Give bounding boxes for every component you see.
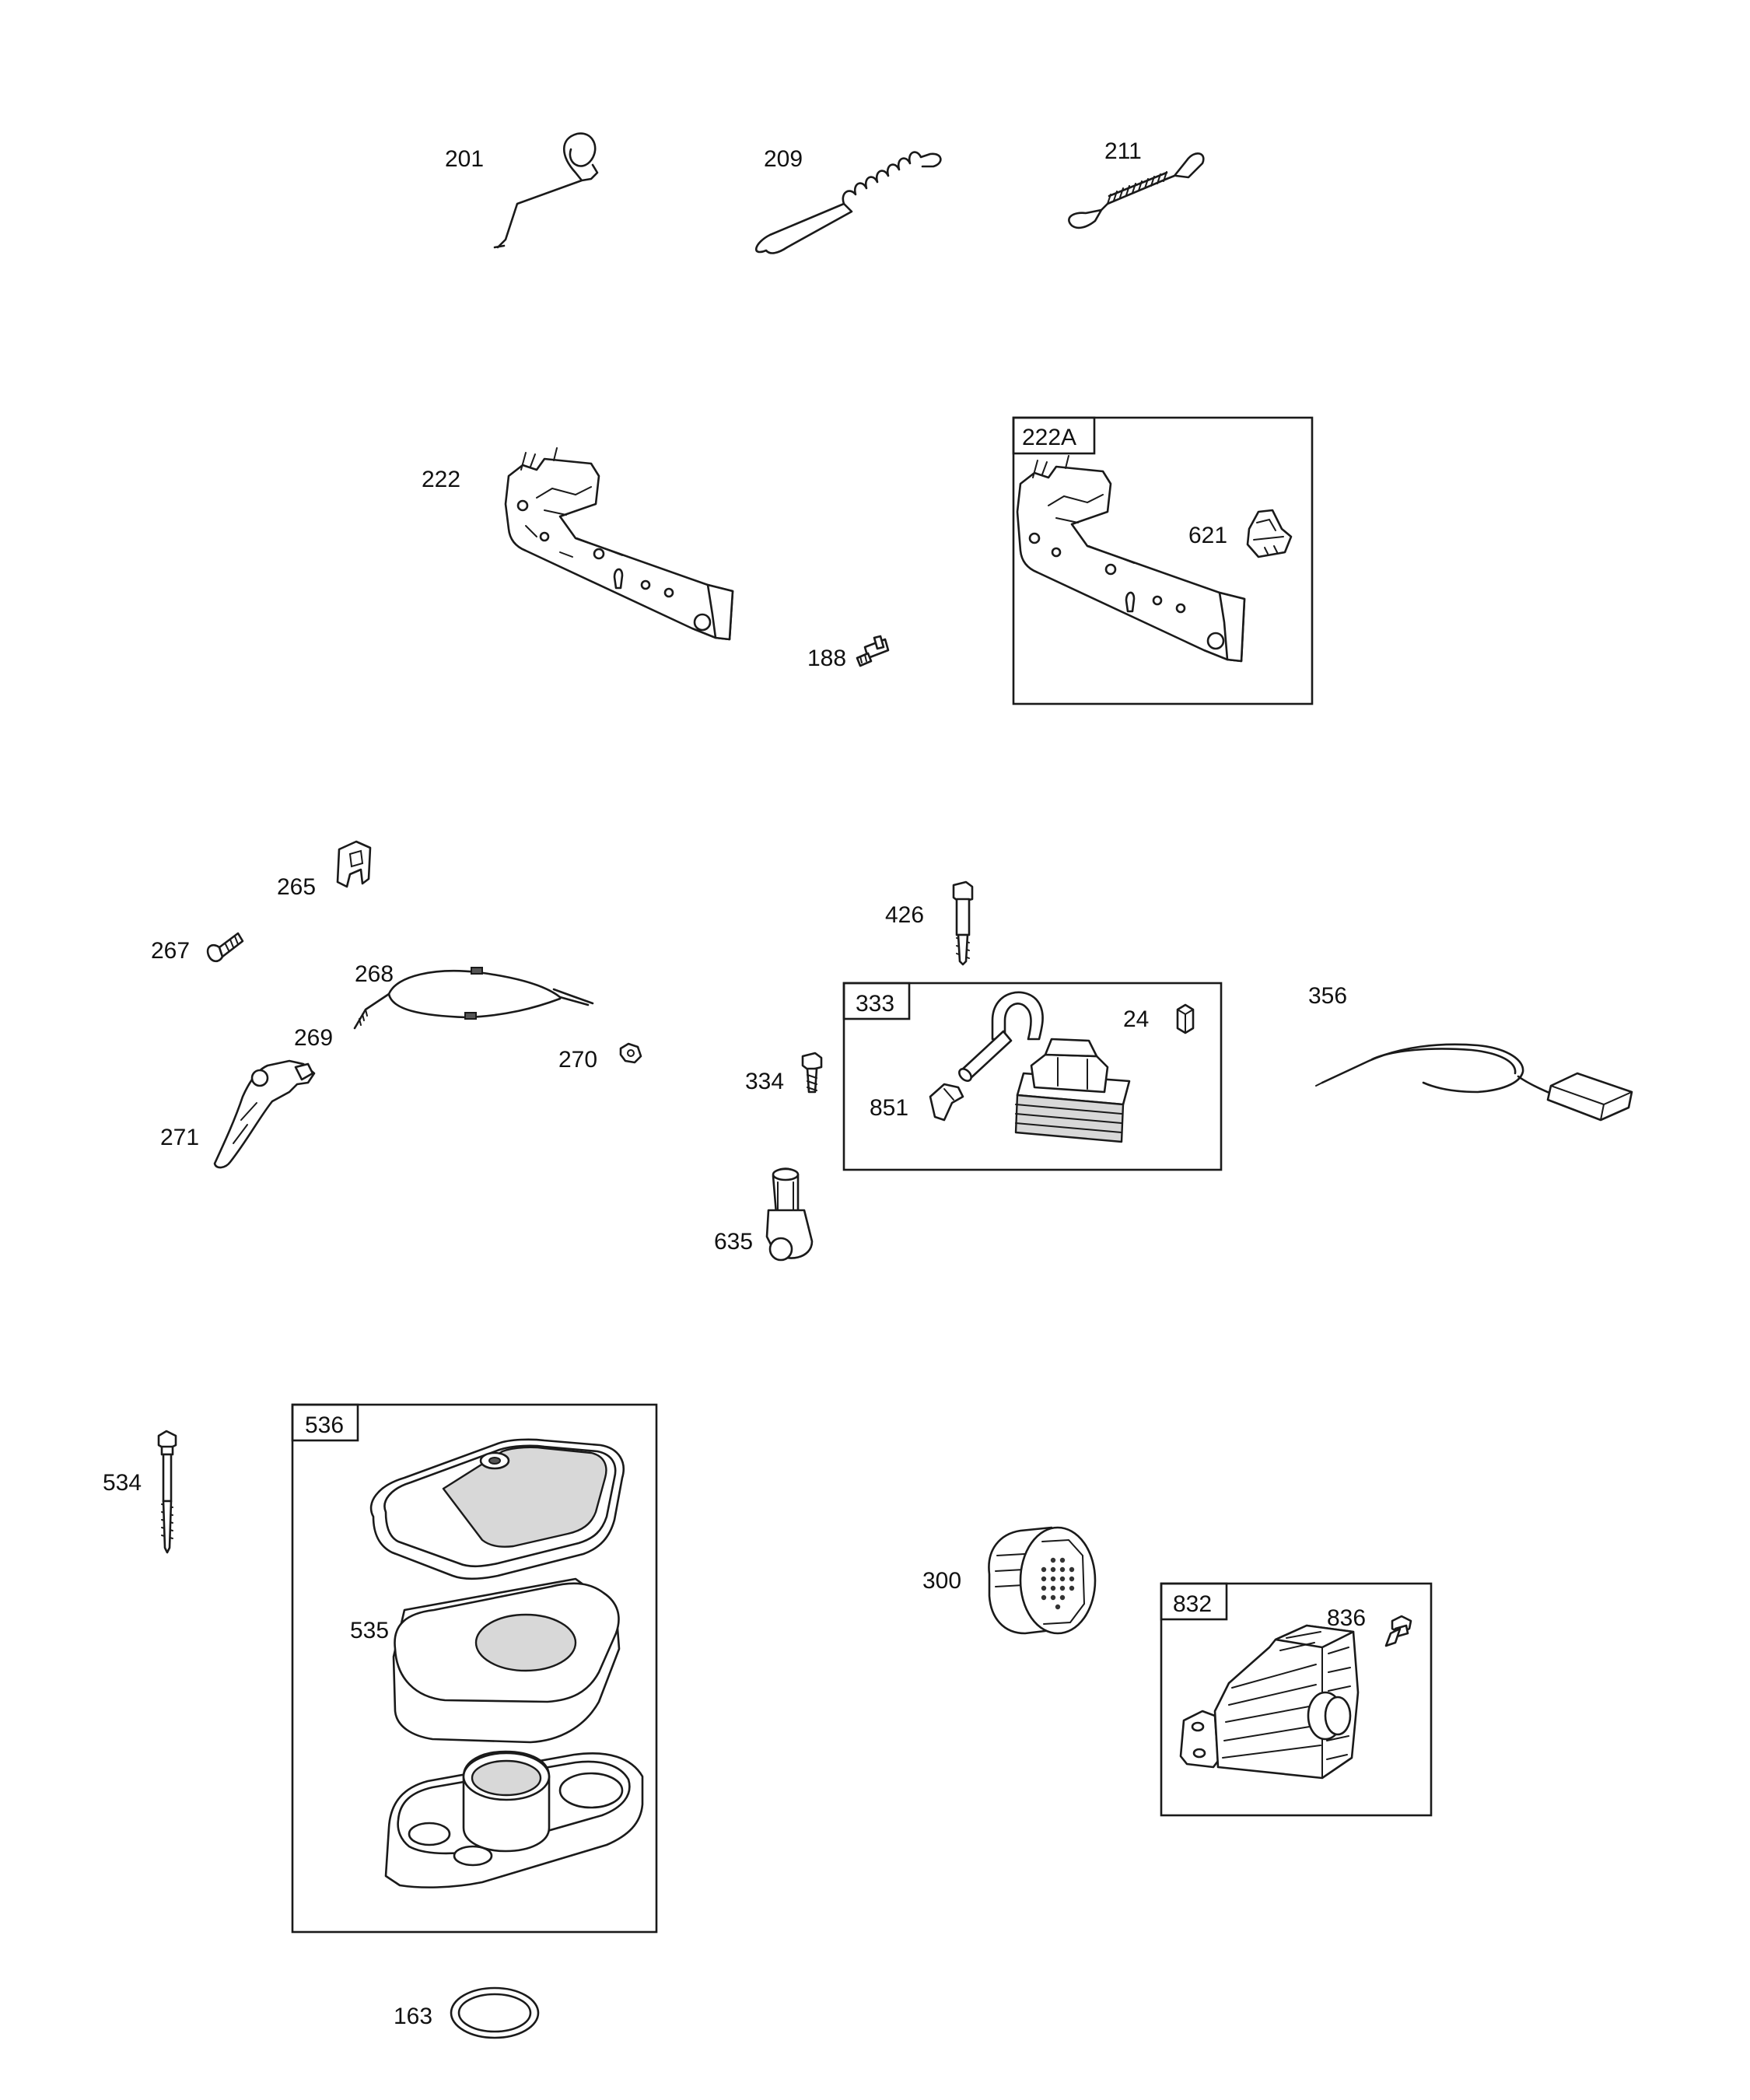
label-269: 269 — [294, 1025, 333, 1051]
label-201: 201 — [445, 146, 484, 172]
screw-334 — [801, 1052, 823, 1094]
label-271: 271 — [160, 1125, 199, 1150]
label-268: 268 — [355, 961, 394, 987]
label-535: 535 — [350, 1618, 389, 1643]
label-426: 426 — [885, 902, 924, 928]
muffler-holes — [1041, 1557, 1075, 1610]
label-267: 267 — [151, 938, 190, 964]
nut-270 — [619, 1042, 642, 1064]
kit-222A-box — [1012, 416, 1314, 705]
label-211: 211 — [1104, 138, 1142, 164]
spring-211 — [1068, 152, 1205, 229]
screw-267 — [206, 932, 244, 963]
label-334: 334 — [745, 1069, 784, 1094]
label-265: 265 — [277, 874, 316, 900]
spark-plug-boot-635 — [765, 1167, 814, 1262]
gasket-163 — [450, 1986, 540, 2039]
screw-426 — [952, 880, 974, 966]
kit-832-box — [1160, 1582, 1433, 1817]
label-270: 270 — [558, 1047, 597, 1073]
label-188: 188 — [807, 646, 846, 671]
kit-832-label: 832 — [1173, 1591, 1212, 1617]
spacer-24 — [1176, 1003, 1195, 1034]
throttle-cable-268 — [353, 967, 594, 1030]
kit-222A-label: 222A — [1022, 425, 1076, 450]
kit-536-box — [291, 1403, 658, 1934]
kit-333-label: 333 — [856, 991, 894, 1017]
screw-188 — [856, 635, 890, 667]
cable-clamp-265 — [336, 840, 372, 888]
spring-201 — [493, 132, 599, 249]
ignition-armature-333 — [958, 991, 1131, 1143]
label-534: 534 — [103, 1470, 142, 1496]
screw-836 — [1384, 1615, 1412, 1647]
air-filter-535 — [392, 1577, 621, 1744]
label-851: 851 — [870, 1095, 908, 1121]
label-836: 836 — [1327, 1605, 1366, 1631]
air-cleaner-base — [384, 1750, 644, 1888]
muffler-guard-832 — [1179, 1624, 1360, 1780]
control-bracket-222A — [1016, 455, 1246, 663]
label-635: 635 — [714, 1229, 753, 1255]
kit-333-box — [842, 982, 1223, 1171]
label-356: 356 — [1308, 983, 1347, 1009]
label-300: 300 — [922, 1568, 961, 1594]
clip-621 — [1246, 509, 1293, 558]
screw-534 — [157, 1430, 177, 1554]
label-621: 621 — [1188, 523, 1227, 548]
ground-wire-356 — [1315, 1043, 1633, 1122]
throttle-lever-271 — [213, 1059, 316, 1169]
air-cleaner-cover — [369, 1438, 625, 1580]
kit-536-label: 536 — [305, 1412, 344, 1438]
label-163: 163 — [394, 2004, 432, 2029]
label-24: 24 — [1123, 1006, 1149, 1032]
label-222: 222 — [422, 467, 460, 492]
muffler-300 — [988, 1526, 1097, 1635]
spring-209 — [755, 151, 942, 254]
control-bracket-222 — [504, 447, 734, 641]
label-209: 209 — [764, 146, 803, 172]
connector-851 — [929, 1083, 964, 1122]
